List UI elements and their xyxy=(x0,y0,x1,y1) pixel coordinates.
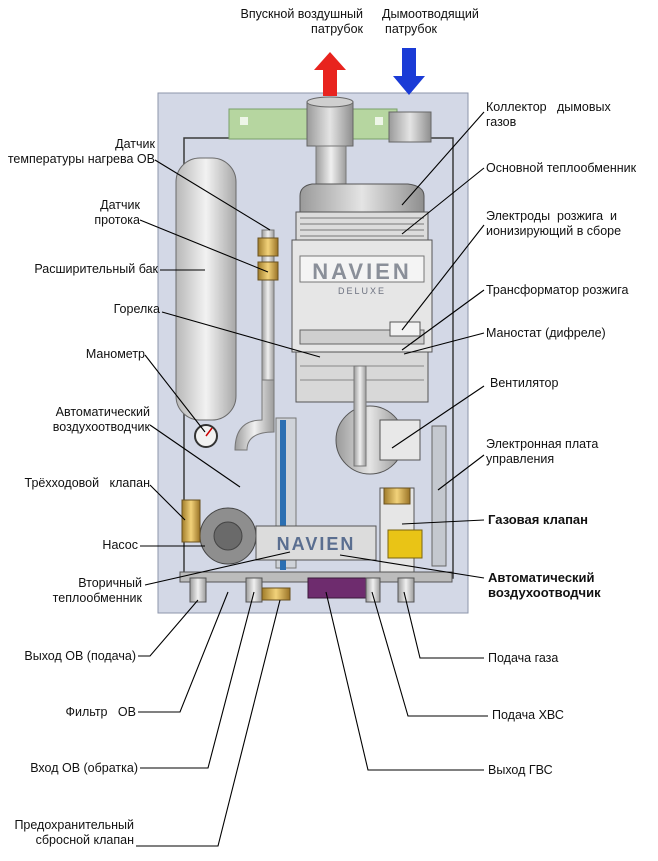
label-heating-in: Вход ОВ (обратка) xyxy=(30,761,138,775)
leader-fan xyxy=(391,385,485,449)
leader-gas-valve xyxy=(401,519,485,525)
leader-manometer xyxy=(144,354,206,433)
leader-flue-collector xyxy=(401,111,485,206)
leader-lines xyxy=(136,111,488,847)
intake-pipe xyxy=(306,101,354,147)
fitting-heating-in xyxy=(245,577,263,603)
label-gas-supply: Подача газа xyxy=(488,651,559,665)
leader-heating-out xyxy=(138,599,199,657)
safety-valve-body xyxy=(261,587,291,601)
label-burner: Горелка xyxy=(113,302,160,316)
secondary-heat-exchanger xyxy=(255,525,377,561)
model-text: DELUXE xyxy=(338,286,386,296)
leader-electrodes xyxy=(401,224,485,331)
label-main-hex: Основной теплообменник xyxy=(486,161,637,175)
leader-safety-valve xyxy=(136,599,281,847)
leader-heating-in xyxy=(140,591,255,769)
leader-hot-water xyxy=(325,591,484,771)
label-expansion-tank: Расширительный бак xyxy=(34,262,158,276)
label-fan: Вентилятор xyxy=(490,376,559,390)
fitting-heating-out xyxy=(189,577,207,603)
leader-cold-water xyxy=(371,591,488,717)
label-manometer: Манометр xyxy=(85,347,145,361)
leader-auto-vent-left xyxy=(149,424,241,488)
leader-manostat xyxy=(403,332,485,355)
leader-three-way xyxy=(149,484,186,521)
pump-logo: NAVIEN xyxy=(277,534,356,554)
flue-pipe xyxy=(388,111,432,143)
leader-auto-vent-bottom xyxy=(339,554,485,579)
label-gas-valve: Газовая клапан xyxy=(488,512,589,527)
bottom-block xyxy=(307,577,375,599)
label-hot-water-out: Выход ГВС xyxy=(488,763,553,777)
leader-main-hex xyxy=(401,167,485,235)
leader-flow-sensor xyxy=(139,219,269,273)
leader-filter xyxy=(138,591,229,713)
logo-text: NAVIEN xyxy=(312,259,412,284)
label-three-way-valve: Трёхходовой клапан xyxy=(24,476,150,490)
label-pump: Насос xyxy=(102,538,138,552)
leader-transformer xyxy=(401,289,485,351)
control-board xyxy=(431,425,447,567)
leader-secondary-hex xyxy=(144,551,291,586)
label-cold-water-in: Подача ХВС xyxy=(492,708,564,722)
flue-collector xyxy=(299,183,425,215)
fitting-cold-water xyxy=(365,577,381,603)
label-heating-out: Выход ОВ (подача) xyxy=(24,649,136,663)
leader-temp-sensor xyxy=(154,159,271,231)
leader-gas-supply xyxy=(403,591,484,659)
leader-board xyxy=(437,454,485,491)
leader-burner xyxy=(161,311,321,358)
main-heat-exchanger xyxy=(295,211,429,241)
label-filter: Фильтр ОВ xyxy=(65,705,136,719)
expansion-tank xyxy=(175,157,237,421)
intake-arrow xyxy=(314,52,346,96)
flue-arrow xyxy=(393,48,425,95)
label-ignition-transformer: Трансформатор розжига xyxy=(486,283,629,297)
label-manostat: Маностат (дифреле) xyxy=(486,326,606,340)
